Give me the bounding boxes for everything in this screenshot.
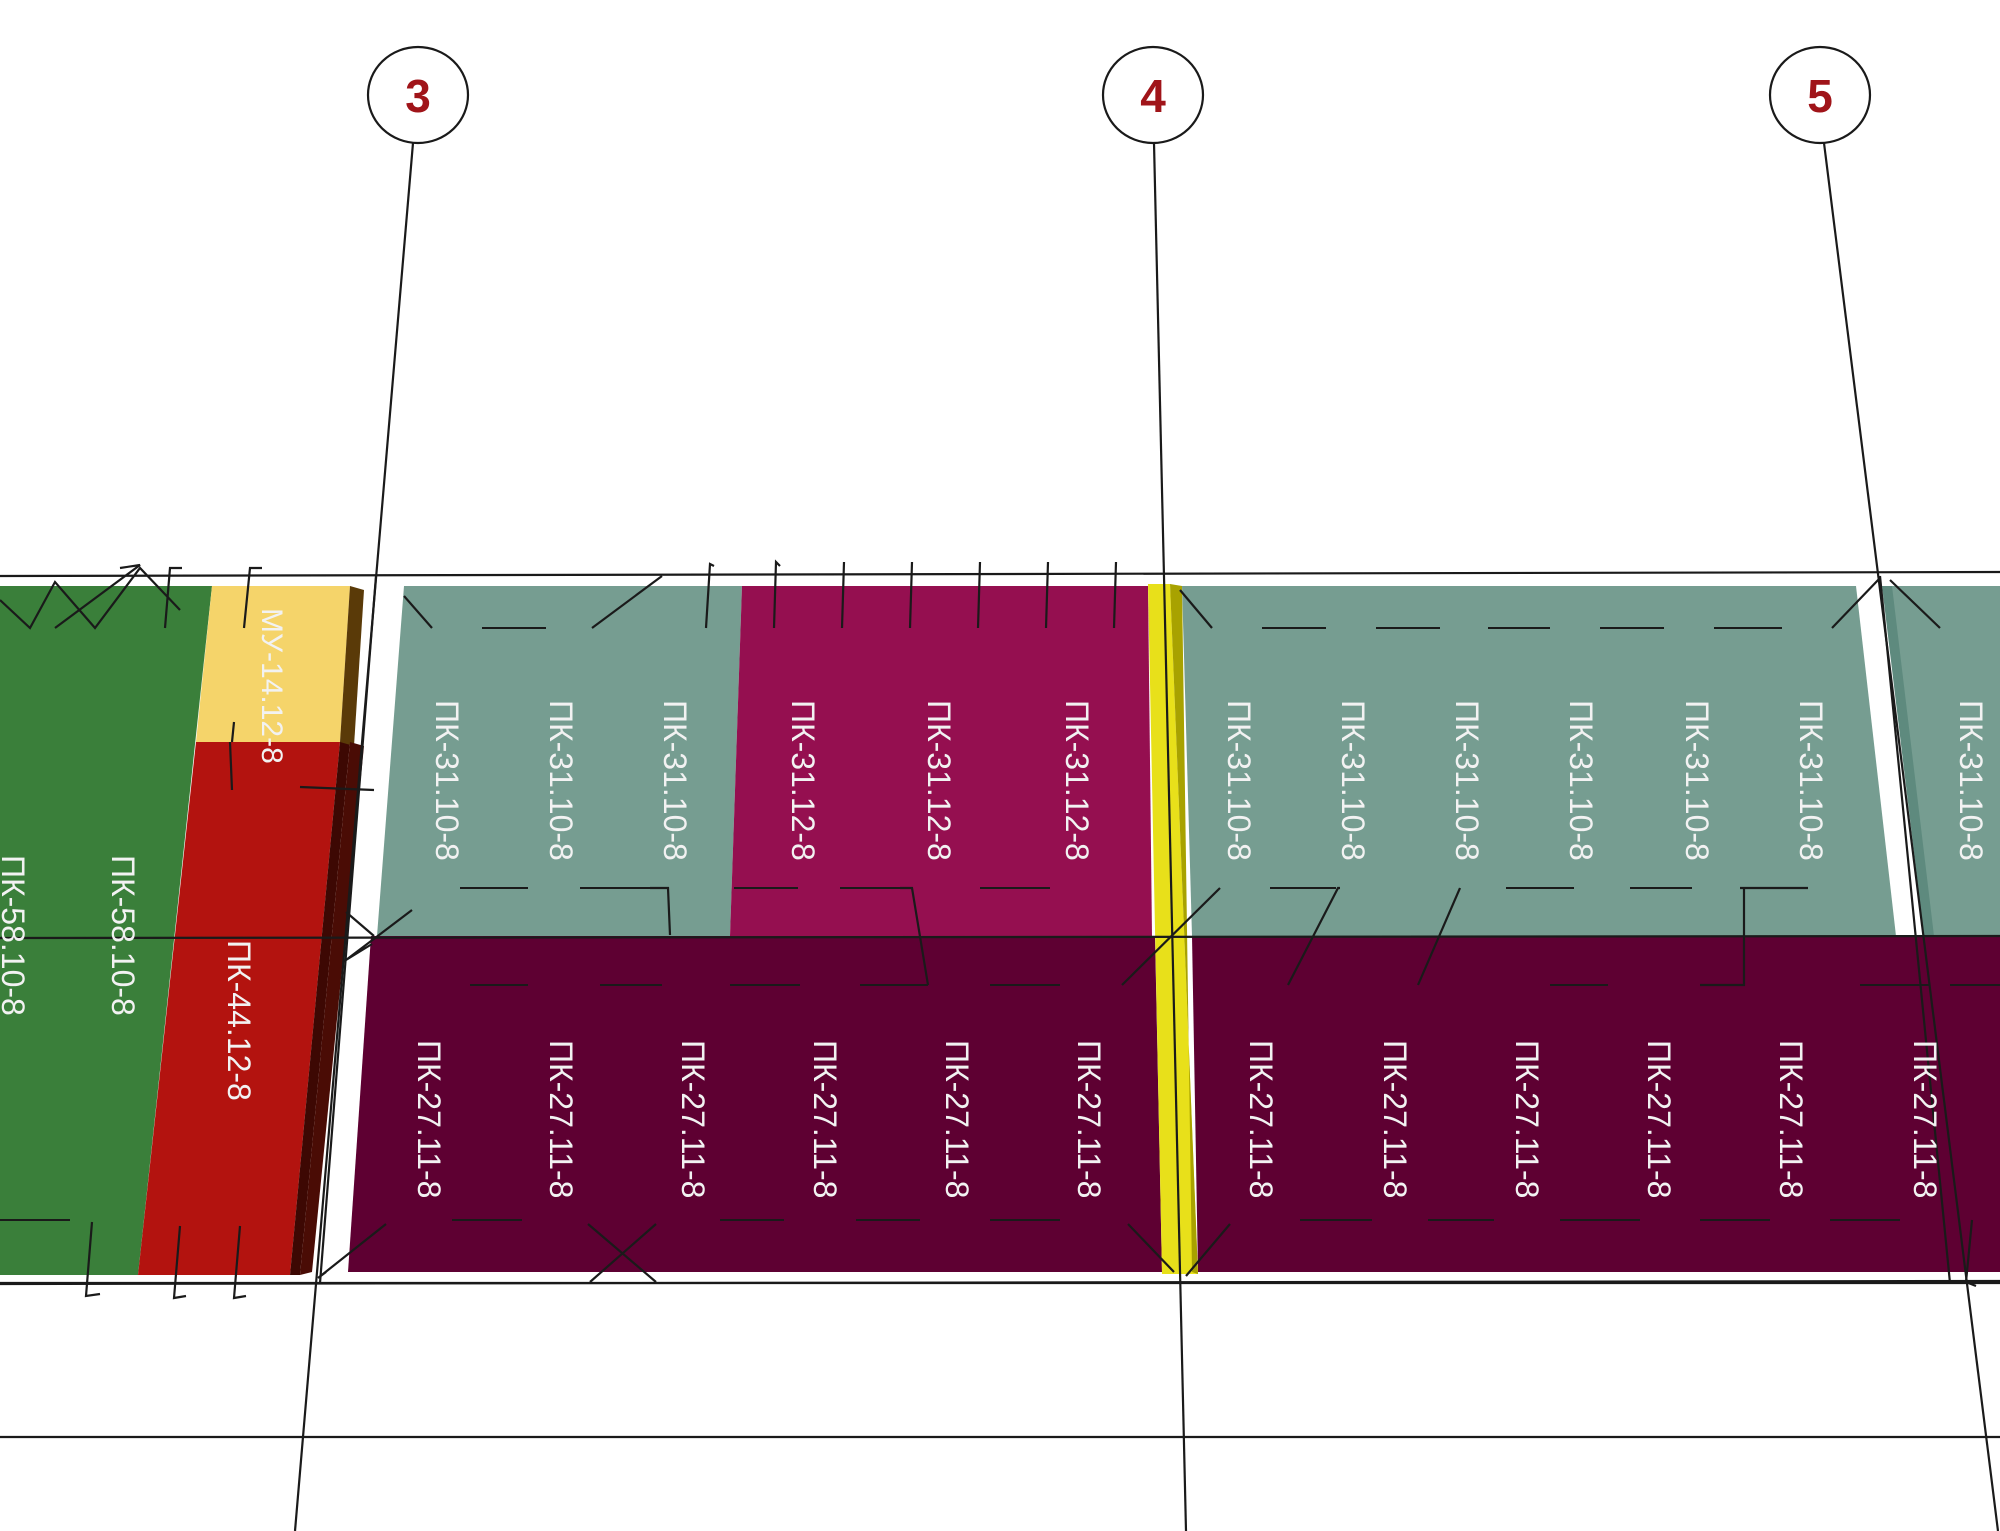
label-upper-45-6: ПК-31.10-8 [1793,700,1829,861]
label-upper-34-2: ПК-31.10-8 [543,700,579,861]
axis-4-label: 4 [1140,70,1166,122]
label-lower-34-6: ПК-27.11-8 [1071,1040,1107,1198]
panel-dark-edge [300,742,364,1275]
panel-green [0,586,212,1275]
label-upper-34-6: ПК-31.12-8 [1059,700,1095,861]
label-lower-34-3: ПК-27.11-8 [675,1040,711,1198]
tie-marks [0,559,2000,1300]
panel-yellow-edge [340,586,364,746]
label-lower-34-2: ПК-27.11-8 [543,1040,579,1198]
panel-darkmagenta-bay34 [348,936,1162,1272]
axis-3-label: 3 [405,70,431,122]
slab-panels [0,584,2000,1275]
label-green-1: ПК-58.10-8 [0,855,31,1016]
label-lower-45-4: ПК-27.11-8 [1641,1040,1677,1198]
axis-5-label: 5 [1807,70,1833,122]
label-upper-34-5: ПК-31.12-8 [921,700,957,861]
label-upper-45-4: ПК-31.10-8 [1563,700,1599,861]
label-lower-45-1: ПК-27.11-8 [1243,1040,1279,1198]
label-lower-45-3: ПК-27.11-8 [1509,1040,1545,1198]
axis-5-marker: 5 [1768,45,1872,145]
label-upper-45-3: ПК-31.10-8 [1449,700,1485,861]
axis-4-marker: 4 [1101,45,1205,145]
grid-lines [0,142,2000,1531]
panel-teal-bay45 [1182,586,1896,936]
label-lower-45-2: ПК-27.11-8 [1377,1040,1413,1198]
label-upper-34-4: ПК-31.12-8 [785,700,821,861]
label-yellow: МУ-14.12-8 [255,608,288,764]
panel-red-edge [290,742,350,1275]
panel-teal-right-edge [1882,586,1934,936]
label-upper-45-5: ПК-31.10-8 [1679,700,1715,861]
label-upper-45-1: ПК-31.10-8 [1221,700,1257,861]
label-upper-34-1: ПК-31.10-8 [429,700,465,861]
panel-red [138,742,340,1275]
panel-teal-bay34 [377,586,742,936]
axis-markers: 3 4 5 [366,45,1872,145]
label-lower-34-1: ПК-27.11-8 [411,1040,447,1198]
label-green-2: ПК-58.10-8 [105,855,141,1016]
label-upper-45-2: ПК-31.10-8 [1335,700,1371,861]
panel-darkmagenta-bay45 [1192,936,2000,1272]
label-upper-34-3: ПК-31.10-8 [657,700,693,861]
panel-teal-right [1888,586,2000,936]
label-red: ПК-44.12-8 [221,940,257,1101]
label-lower-34-5: ПК-27.11-8 [939,1040,975,1198]
label-lower-34-4: ПК-27.11-8 [807,1040,843,1198]
seam-shadow [1170,584,1198,1274]
label-lower-45-6: ПК-27.11-8 [1907,1040,1943,1198]
panel-magenta-bay34 [730,586,1152,936]
panel-yellow [196,586,350,742]
axis-3-marker: 3 [366,45,470,145]
label-upper-right: ПК-31.10-8 [1953,700,1989,861]
panel-labels: ПК-58.10-8 ПК-58.10-8 МУ-14.12-8 ПК-44.1… [0,608,1989,1198]
label-lower-45-5: ПК-27.11-8 [1773,1040,1809,1198]
